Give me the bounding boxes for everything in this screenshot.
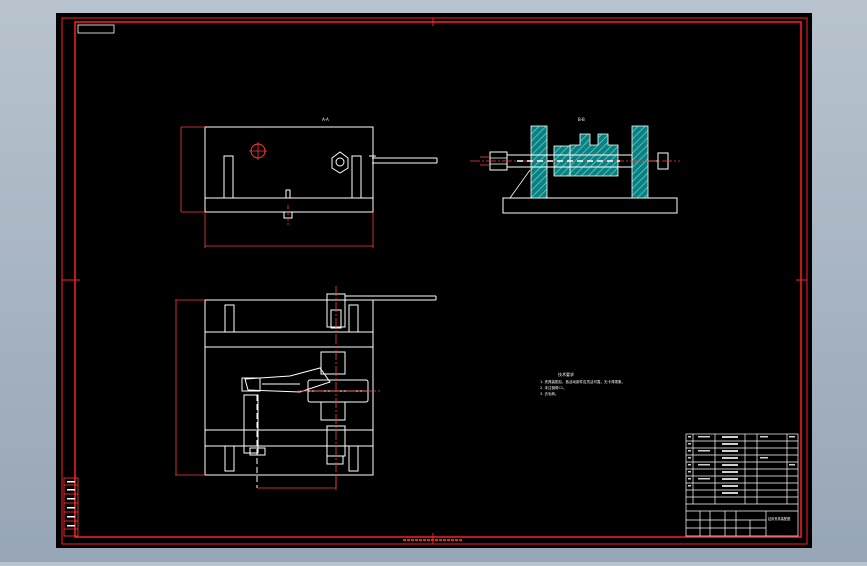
plan-view-centerlines <box>175 286 380 490</box>
front-view-hole <box>249 142 267 160</box>
outer-border <box>61 17 808 545</box>
tech-req-title: 技术要求 <box>558 371 574 377</box>
binding-strip-marks <box>67 481 75 527</box>
plan-view <box>204 293 437 488</box>
front-view <box>204 126 438 219</box>
tech-req-line-3: 3. 去毛刺。 <box>540 391 558 396</box>
drawing-title: 钻床夹具装配图 <box>768 516 790 521</box>
technical-requirements: 技术要求 1. 夹具装配后，各活动部件应灵活可靠，无卡滞现象。 2. 未注倒角C… <box>540 371 625 396</box>
section-view <box>470 125 680 214</box>
front-view-dimensions <box>180 126 374 248</box>
tech-req-line-2: 2. 未注倒角C1。 <box>540 385 567 390</box>
section-view-label: B-B <box>578 117 585 122</box>
tech-req-line-1: 1. 夹具装配后，各活动部件应灵活可靠，无卡滞现象。 <box>540 379 625 384</box>
drawing-sheet <box>56 13 812 548</box>
parts-list-and-title-block <box>685 433 799 537</box>
drawing-number-box <box>77 24 115 34</box>
parts-list-entries <box>688 436 795 494</box>
binding-strip <box>63 477 79 537</box>
top-view-label: A-A <box>322 117 329 122</box>
